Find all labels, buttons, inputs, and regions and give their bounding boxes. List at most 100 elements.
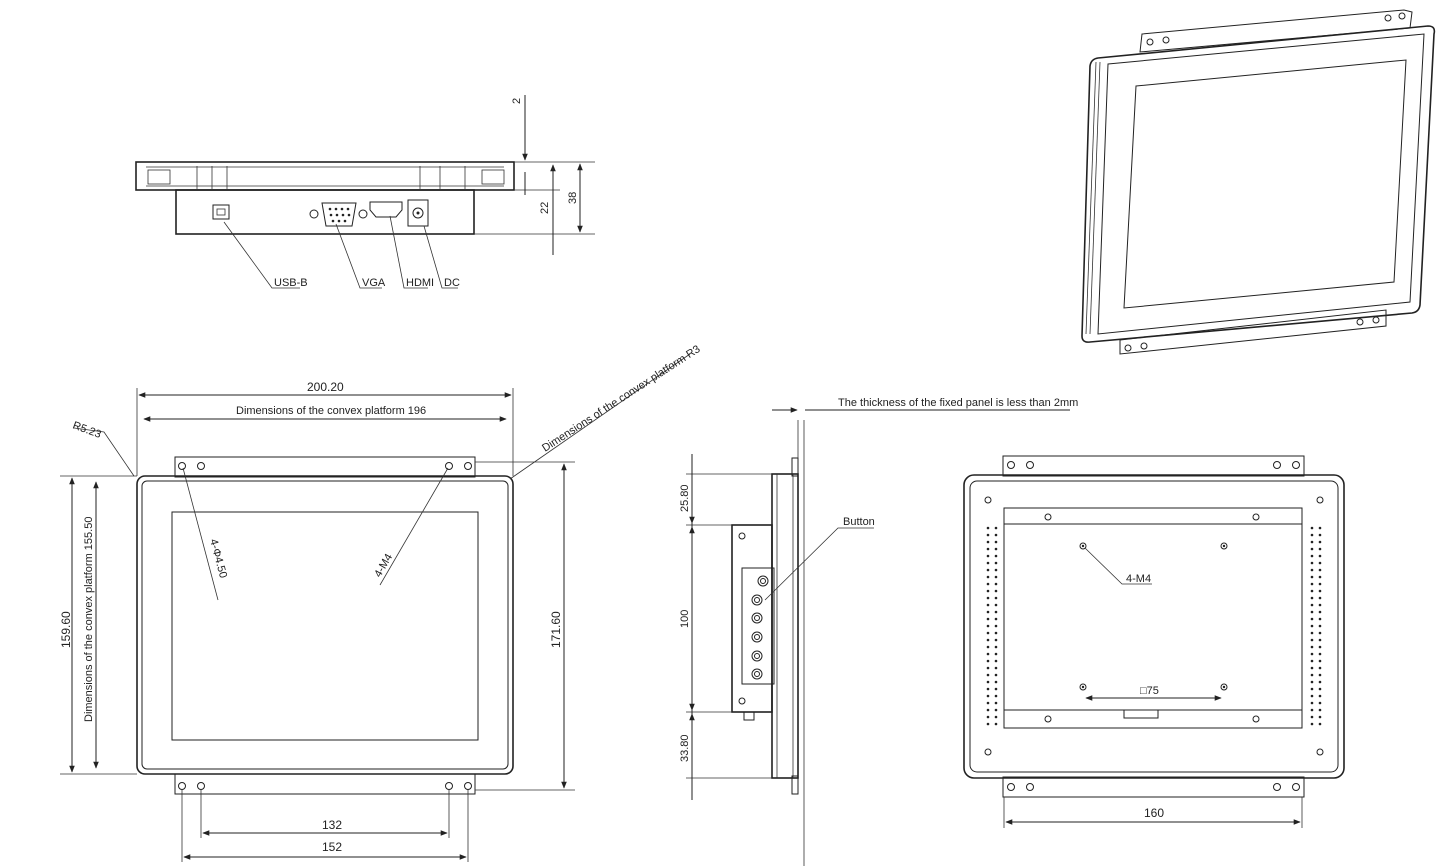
vent-dot	[986, 568, 990, 572]
vent-dot	[1310, 645, 1314, 649]
vent-dot	[994, 596, 998, 600]
vent-dot	[1310, 610, 1314, 614]
dim-front-width: 200.20	[307, 380, 344, 394]
vent-dot	[1318, 652, 1322, 656]
vent-dot	[1318, 540, 1322, 544]
isometric-view	[1081, 9, 1436, 355]
iso-bezel-outer	[1081, 25, 1436, 343]
vent-dot	[994, 645, 998, 649]
vent-dot	[1310, 596, 1314, 600]
vent-dot	[1318, 624, 1322, 628]
vent-dot	[1318, 561, 1322, 565]
vent-dot	[1310, 617, 1314, 621]
vent-dot	[986, 638, 990, 642]
vent-dot	[986, 694, 990, 698]
vent-dot	[986, 589, 990, 593]
vent-dot	[1310, 722, 1314, 726]
vent-dot	[1310, 652, 1314, 656]
label-usb-b: USB-B	[274, 277, 308, 289]
vent-dot	[1318, 722, 1322, 726]
vent-dot	[986, 708, 990, 712]
vent-dot	[994, 554, 998, 558]
vent-dot	[1310, 533, 1314, 537]
vent-dot	[1310, 526, 1314, 530]
vent-dot	[986, 533, 990, 537]
vent-dot	[994, 638, 998, 642]
dim-front-height: 159.60	[59, 611, 73, 648]
usb-b-port	[212, 204, 230, 220]
dim-side-mid: 100	[679, 610, 691, 628]
vent-dot	[1310, 624, 1314, 628]
vent-dot	[986, 596, 990, 600]
rear-vent-dots-right	[1310, 526, 1322, 726]
front-bottom-tab	[174, 773, 476, 795]
vent-dot	[1318, 631, 1322, 635]
vent-dot	[1318, 694, 1322, 698]
vent-dot	[986, 561, 990, 565]
vent-dot	[1318, 526, 1322, 530]
vent-dot	[1310, 680, 1314, 684]
vent-dot	[986, 680, 990, 684]
vent-dot	[1318, 659, 1322, 663]
rear-vent-dots-left	[986, 526, 998, 726]
label-dc: DC	[444, 277, 460, 289]
dim-top-38: 38	[567, 192, 579, 204]
vent-dot	[994, 617, 998, 621]
vent-dot	[1310, 694, 1314, 698]
vent-dot	[994, 694, 998, 698]
vent-dot	[1310, 659, 1314, 663]
vent-dot	[994, 659, 998, 663]
vent-dot	[986, 603, 990, 607]
iso-bottom-bracket	[1119, 309, 1387, 355]
vent-dot	[1310, 547, 1314, 551]
vent-dot	[986, 610, 990, 614]
vent-dot	[994, 589, 998, 593]
dim-front-outer-height: 171.60	[549, 611, 563, 648]
vent-dot	[994, 715, 998, 719]
dim-corner-radius: R5.23	[71, 420, 103, 441]
vent-dot	[986, 631, 990, 635]
vent-dot	[994, 533, 998, 537]
vga-port	[309, 202, 368, 227]
front-bezel-outer	[136, 475, 514, 775]
vent-dot	[986, 547, 990, 551]
vent-dot	[1310, 568, 1314, 572]
vent-dot	[994, 666, 998, 670]
vent-dot	[986, 722, 990, 726]
top-view: USB-B VGA HDMI DC 2 22 38	[135, 95, 595, 289]
vent-dot	[1318, 680, 1322, 684]
vent-dot	[1318, 547, 1322, 551]
vent-dot	[994, 631, 998, 635]
vent-dot	[1318, 568, 1322, 572]
vent-dot	[986, 652, 990, 656]
vent-dot	[994, 680, 998, 684]
vent-dot	[1310, 575, 1314, 579]
vent-dot	[986, 617, 990, 621]
callout-rear-screw: 4-M4	[1126, 573, 1151, 585]
vent-dot	[986, 659, 990, 663]
vent-dot	[986, 687, 990, 691]
vent-dot	[994, 624, 998, 628]
vent-dot	[986, 715, 990, 719]
dim-top-2: 2	[511, 98, 523, 104]
dim-rear-width: 160	[1144, 806, 1164, 820]
vent-dot	[1310, 638, 1314, 642]
dim-front-platform-width: Dimensions of the convex platform 196	[236, 405, 426, 417]
vent-dot	[1310, 631, 1314, 635]
front-bezel-inner	[141, 480, 509, 770]
rear-view: 4-M4 □75 160	[963, 455, 1345, 828]
vent-dot	[1310, 561, 1314, 565]
hdmi-port	[369, 201, 403, 218]
vent-dot	[1318, 554, 1322, 558]
side-view: Button The thickness of the fixed panel …	[679, 397, 1078, 866]
dc-jack	[407, 199, 429, 227]
vent-dot	[1310, 708, 1314, 712]
vent-dot	[994, 526, 998, 530]
vent-dot	[986, 624, 990, 628]
vent-dot	[1318, 589, 1322, 593]
rear-vesa-holes	[1079, 542, 1228, 691]
vent-dot	[986, 540, 990, 544]
vent-dot	[1310, 687, 1314, 691]
vent-dot	[1310, 603, 1314, 607]
